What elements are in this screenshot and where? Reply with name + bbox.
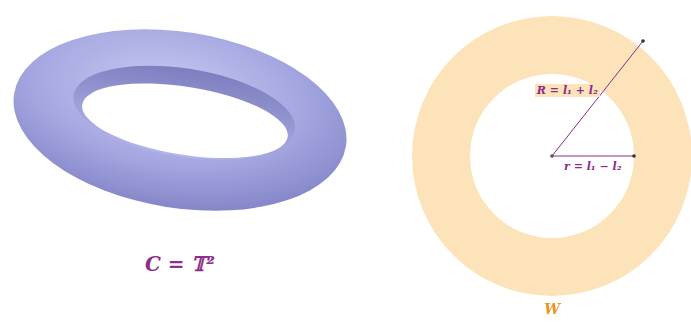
torus-body (0, 7, 359, 233)
center-dot (550, 154, 554, 158)
torus-hole (77, 71, 293, 171)
annulus-outer (412, 16, 691, 296)
region-caption: W (542, 301, 562, 318)
outer-radius-label: R = l₁ + l₂ (535, 84, 600, 97)
end-dot (632, 154, 636, 158)
torus (0, 7, 359, 233)
torus-inner-wall (67, 52, 302, 174)
torus-caption: C = 𝕋² (143, 252, 217, 276)
outer-radius-line (552, 41, 643, 156)
annulus-hole (470, 74, 634, 238)
inner-radius-label: r = l₁ − l₂ (562, 160, 624, 173)
inner-radius-line (552, 156, 634, 157)
end-dot (641, 39, 645, 43)
